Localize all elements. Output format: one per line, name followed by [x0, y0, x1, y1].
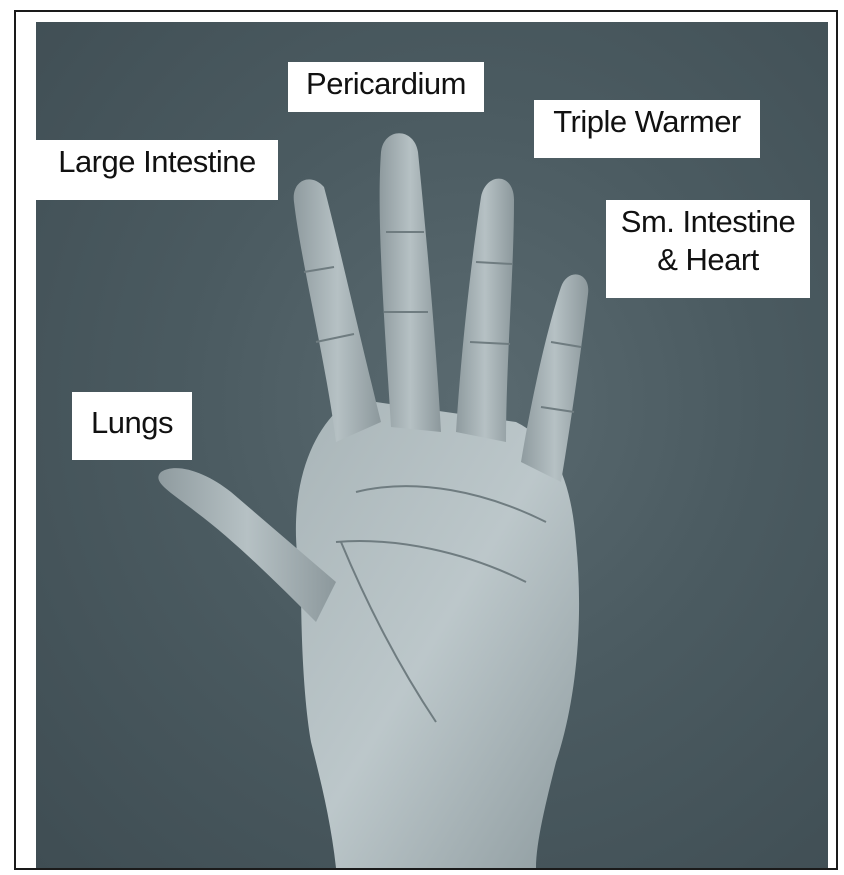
- label-sm-intestine-line2: & Heart: [612, 241, 804, 279]
- label-pericardium: Pericardium: [288, 62, 484, 112]
- label-triple-warmer: Triple Warmer: [534, 100, 760, 158]
- label-large-intestine: Large Intestine: [36, 140, 278, 200]
- palm-shape: [296, 402, 579, 868]
- label-sm-intestine-heart: Sm. Intestine & Heart: [606, 200, 810, 298]
- label-lungs: Lungs: [72, 392, 192, 460]
- little-finger-shape: [521, 274, 588, 482]
- label-sm-intestine-line1: Sm. Intestine: [612, 203, 804, 241]
- middle-finger-shape: [380, 133, 441, 432]
- index-finger-shape: [294, 179, 381, 442]
- ring-finger-shape: [456, 179, 514, 442]
